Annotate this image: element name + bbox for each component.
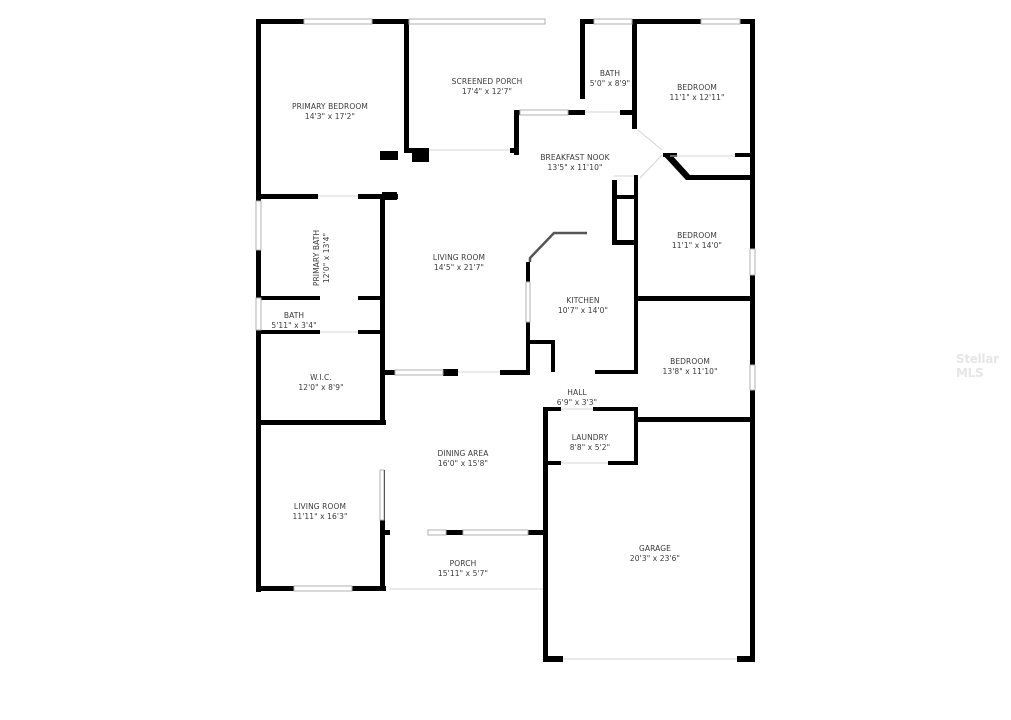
- room-dimensions: 20'3" x 23'6": [629, 554, 681, 563]
- room-dimensions: 12'0" x 8'9": [298, 383, 344, 392]
- room-name: DINING AREA: [437, 449, 489, 458]
- room-name: GARAGE: [638, 544, 671, 553]
- room-dimensions: 13'8" x 11'10": [662, 367, 718, 376]
- room-dimensions: 11'1" x 14'0": [671, 241, 723, 250]
- room-label-laundry: LAUNDRY 8'8" x 5'2": [570, 433, 610, 453]
- room-name: BEDROOM: [677, 231, 717, 240]
- watermark: Stellar MLS: [956, 352, 999, 380]
- room-label-living-room: LIVING ROOM 14'5" x 21'7": [433, 253, 485, 273]
- room-name: LIVING ROOM: [293, 502, 347, 511]
- room-name: W.I.C.: [310, 373, 332, 382]
- room-dimensions: 5'0" x 8'9": [589, 79, 631, 88]
- room-label-garage: GARAGE 20'3" x 23'6": [630, 544, 680, 564]
- room-dimensions: 10'7" x 14'0": [557, 306, 609, 315]
- room-label-living-room-2: LIVING ROOM 11'11" x 16'3": [292, 502, 347, 522]
- room-dimensions: 12'0" x 13'4": [322, 232, 331, 284]
- kitchen-counter: [528, 231, 587, 262]
- room-label-breakfast-nook: BREAKFAST NOOK 13'5" x 11'10": [540, 153, 609, 173]
- room-name: PRIMARY BATH: [312, 229, 321, 287]
- room-label-primary-bath: PRIMARY BATH 12'0" x 13'4": [312, 230, 332, 286]
- room-label-kitchen: KITCHEN 10'7" x 14'0": [558, 296, 608, 316]
- openings: [318, 111, 737, 660]
- room-name: SCREENED PORCH: [451, 77, 523, 86]
- room-dimensions: 16'0" x 15'8": [437, 459, 489, 468]
- room-name: PRIMARY BEDROOM: [292, 102, 368, 111]
- room-label-bedroom-1: BEDROOM 11'1" x 12'11": [669, 83, 724, 103]
- room-dimensions: 6'9" x 3'3": [556, 398, 598, 407]
- room-dimensions: 11'1" x 12'11": [669, 93, 725, 102]
- room-label-bedroom-2: BEDROOM 11'1" x 14'0": [672, 231, 722, 251]
- room-label-bath-top: BATH 5'0" x 8'9": [590, 69, 630, 89]
- room-dimensions: 14'3" x 17'2": [304, 112, 356, 121]
- room-name: BATH: [283, 311, 305, 320]
- room-label-screened-porch: SCREENED PORCH 17'4" x 12'7": [452, 77, 523, 97]
- room-name: BATH: [599, 69, 621, 78]
- room-label-primary-bedroom: PRIMARY BEDROOM 14'3" x 17'2": [292, 102, 368, 122]
- room-dimensions: 5'11" x 3'4": [271, 321, 317, 330]
- room-name: LIVING ROOM: [432, 253, 486, 262]
- room-name: BEDROOM: [670, 357, 710, 366]
- room-dimensions: 8'8" x 5'2": [569, 443, 611, 452]
- room-label-dining-area: DINING AREA 16'0" x 15'8": [438, 449, 489, 469]
- nook-angled-wall: [637, 129, 663, 179]
- windows: [255, 18, 756, 592]
- room-dimensions: 14'5" x 21'7": [433, 263, 485, 272]
- room-dimensions: 17'4" x 12'7": [461, 87, 513, 96]
- room-label-bath-small: BATH 5'11" x 3'4": [271, 311, 316, 331]
- room-name: HALL: [567, 388, 587, 397]
- room-label-bedroom-3: BEDROOM 13'8" x 11'10": [662, 357, 717, 377]
- room-name: BEDROOM: [677, 83, 717, 92]
- room-label-hall: HALL 6'9" x 3'3": [557, 388, 597, 408]
- room-label-porch: PORCH 15'11" x 5'7": [438, 559, 488, 579]
- room-name: PORCH: [449, 559, 477, 568]
- room-dimensions: 11'11" x 16'3": [292, 512, 348, 521]
- room-dimensions: 15'11" x 5'7": [437, 569, 489, 578]
- room-name: KITCHEN: [566, 296, 600, 305]
- room-name: BREAKFAST NOOK: [540, 153, 610, 162]
- room-dimensions: 13'5" x 11'10": [547, 163, 603, 172]
- room-label-wic: W.I.C. 12'0" x 8'9": [298, 373, 343, 393]
- room-name: LAUNDRY: [571, 433, 609, 442]
